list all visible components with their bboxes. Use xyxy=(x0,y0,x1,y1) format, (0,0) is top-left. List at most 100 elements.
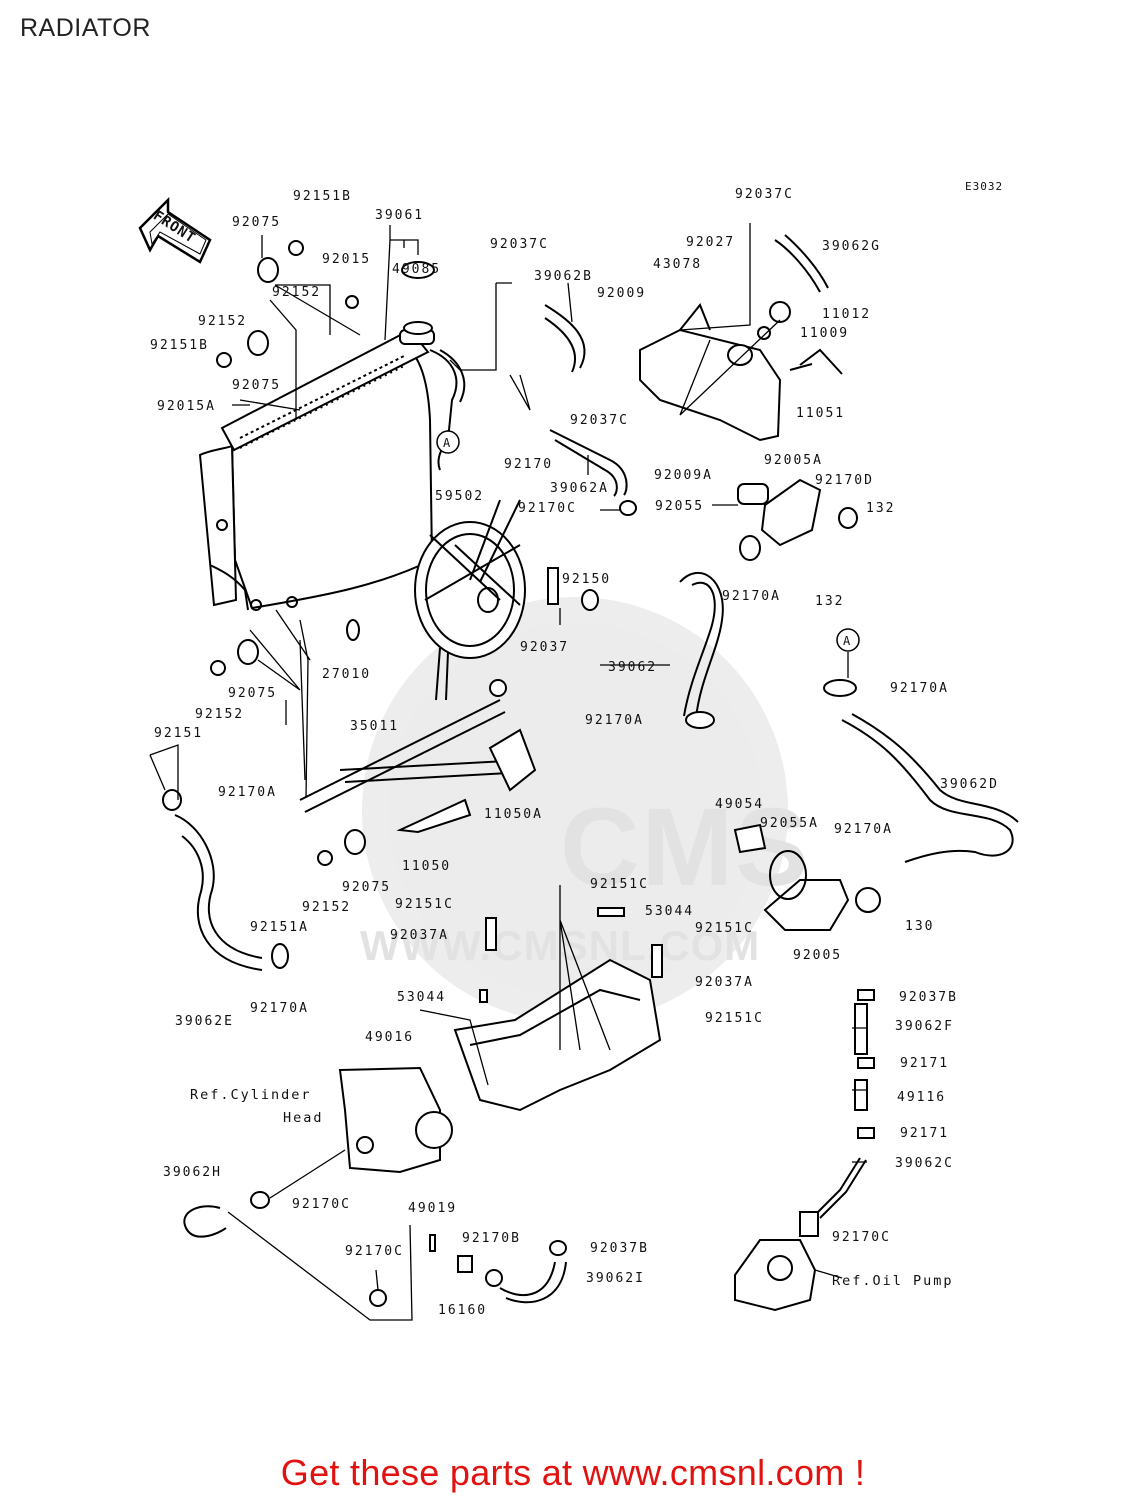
part-label: 53044 xyxy=(397,990,446,1005)
watermark-brand: CMS xyxy=(560,786,810,909)
part-label: 92075 xyxy=(232,215,281,230)
callout-marker-a-right: A xyxy=(843,634,851,648)
part-label: 92037C xyxy=(570,413,629,428)
part-label: 92075 xyxy=(228,686,277,701)
part-label: 92037C xyxy=(490,237,549,252)
part-label: 11009 xyxy=(800,326,849,341)
part-label: 92037A xyxy=(695,975,754,990)
ref-cylinder-head-line2: Head xyxy=(283,1110,324,1126)
part-label: 59502 xyxy=(435,489,484,504)
part-label: 39062D xyxy=(940,777,999,792)
part-label: 92009A xyxy=(654,468,713,483)
part-label: 11051 xyxy=(796,406,845,421)
part-label: 92152 xyxy=(272,285,321,300)
part-label: 92015A xyxy=(157,399,216,414)
part-label: 92151 xyxy=(154,726,203,741)
part-label: 92005 xyxy=(793,948,842,963)
ref-oil-pump: Ref.Oil Pump xyxy=(832,1273,954,1289)
part-label: 16160 xyxy=(438,1303,487,1318)
part-label: 39062C xyxy=(895,1156,954,1171)
front-arrow-icon: FRONT xyxy=(138,196,212,264)
part-label: 92170C xyxy=(832,1230,891,1245)
page-title: RADIATOR xyxy=(20,14,151,42)
part-label: 92037A xyxy=(390,928,449,943)
part-label: 92005A xyxy=(764,453,823,468)
part-label: 92151B xyxy=(150,338,209,353)
part-label: 92170C xyxy=(292,1197,351,1212)
part-label: 92170D xyxy=(815,473,874,488)
part-label: 92151C xyxy=(705,1011,764,1026)
part-label: 27010 xyxy=(322,667,371,682)
part-label: 92151B xyxy=(293,189,352,204)
part-label: 92151A xyxy=(250,920,309,935)
part-label: 39062E xyxy=(175,1014,234,1029)
part-label: 49019 xyxy=(408,1201,457,1216)
part-label: 130 xyxy=(905,919,934,934)
part-label: 92151C xyxy=(590,877,649,892)
part-label: 39062A xyxy=(550,481,609,496)
part-label: 92152 xyxy=(198,314,247,329)
water-pump xyxy=(734,1211,819,1312)
cylinder-head xyxy=(338,1066,453,1174)
footer-link[interactable]: Get these parts at www.cmsnl.com ! xyxy=(0,1452,1146,1494)
part-label: 49085 xyxy=(392,262,441,277)
part-label: 92150 xyxy=(562,572,611,587)
part-label: 11012 xyxy=(822,307,871,322)
footer-link-text[interactable]: Get these parts at www.cmsnl.com ! xyxy=(280,1452,866,1493)
part-label: 132 xyxy=(866,501,895,516)
part-label: 35011 xyxy=(350,719,399,734)
part-label: 92037B xyxy=(590,1241,649,1256)
part-label: 92170A xyxy=(890,681,949,696)
hoses xyxy=(174,234,1019,1304)
part-label: 92170A xyxy=(834,822,893,837)
part-label: 39062F xyxy=(895,1019,954,1034)
radiator-core xyxy=(198,321,466,611)
part-label: 92151C xyxy=(695,921,754,936)
part-label: 92152 xyxy=(302,900,351,915)
part-label: 11050 xyxy=(402,859,451,874)
mount-bar xyxy=(299,679,537,834)
part-label: 92075 xyxy=(232,378,281,393)
part-label: 92170A xyxy=(585,713,644,728)
part-label: 92027 xyxy=(686,235,735,250)
part-label: 92170B xyxy=(462,1231,521,1246)
ref-cylinder-head-line1: Ref.Cylinder xyxy=(190,1087,312,1103)
part-label: 92037 xyxy=(520,640,569,655)
part-label: 39062G xyxy=(822,239,881,254)
part-label: 92037C xyxy=(735,187,794,202)
small-parts xyxy=(162,240,881,1307)
part-label: 92170C xyxy=(518,501,577,516)
callout-marker-a-top: A xyxy=(443,436,451,450)
part-label: 43078 xyxy=(653,257,702,272)
part-label: 92170C xyxy=(345,1244,404,1259)
part-label: 92171 xyxy=(900,1056,949,1071)
part-label: 92055A xyxy=(760,816,819,831)
leader-lines xyxy=(149,223,867,1321)
part-label: 92009 xyxy=(597,286,646,301)
part-label: 92170A xyxy=(218,785,277,800)
reservoir-tank xyxy=(639,303,843,442)
part-label: 49116 xyxy=(897,1090,946,1105)
part-label: 92170A xyxy=(722,589,781,604)
part-label: 39062I xyxy=(586,1271,645,1286)
part-label: 92037B xyxy=(899,990,958,1005)
part-label: 39062 xyxy=(608,660,657,675)
part-label: 92151C xyxy=(395,897,454,912)
part-label: 49054 xyxy=(715,797,764,812)
part-labels: 92151B 39061 92075 92015 49085 92152 921… xyxy=(150,187,999,1318)
part-label: 132 xyxy=(815,594,844,609)
part-label: 39062B xyxy=(534,269,593,284)
part-label: 92171 xyxy=(900,1126,949,1141)
part-label: 92170A xyxy=(250,1001,309,1016)
part-label: 92015 xyxy=(322,252,371,267)
part-label: 39061 xyxy=(375,208,424,223)
part-label: 49016 xyxy=(365,1030,414,1045)
reference-labels: Ref.Cylinder Head Ref.Oil Pump xyxy=(190,1087,954,1289)
part-label: 53044 xyxy=(645,904,694,919)
diagram-code: E3032 xyxy=(965,180,1003,193)
part-label: 39062H xyxy=(163,1165,222,1180)
fan-assembly xyxy=(414,499,526,701)
part-label: 11050A xyxy=(484,807,543,822)
part-label: 92170 xyxy=(504,457,553,472)
